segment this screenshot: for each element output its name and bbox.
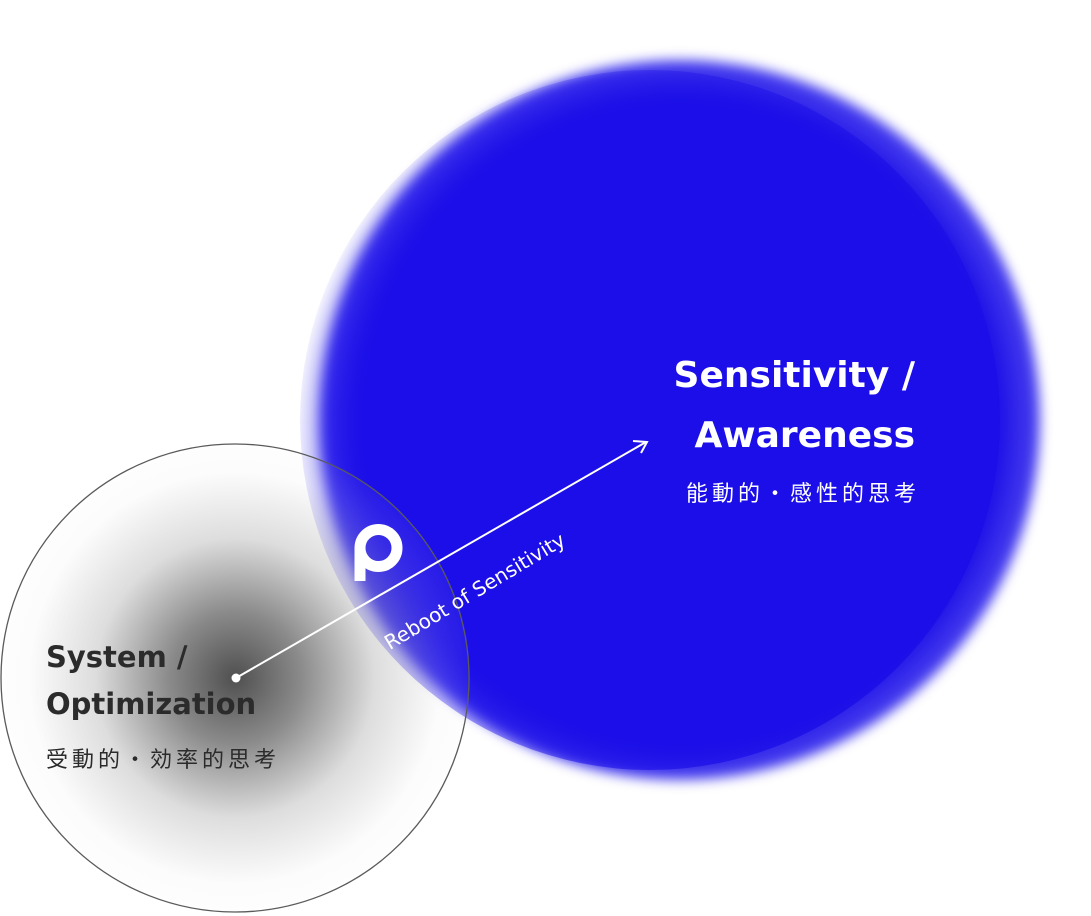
sensitivity-subtitle: 能動的・感性的思考: [685, 482, 920, 507]
reboot-arrow-head: [632, 440, 649, 454]
arrow-origin-dot: [231, 673, 241, 683]
p-logo-icon: [354, 524, 403, 581]
system-title: System / Optimization: [46, 634, 306, 728]
system-title-line1: System /: [46, 640, 188, 674]
system-circle-outline: [0, 443, 470, 913]
sensitivity-title: Sensitivity / Awareness: [640, 346, 915, 466]
reboot-arrow-line: [235, 441, 647, 679]
system-title-line2: Optimization: [46, 687, 257, 721]
sensitivity-title-line2: Awareness: [694, 415, 915, 456]
system-subtitle: 受動的・効率的思考: [46, 748, 281, 773]
sensitivity-title-line1: Sensitivity /: [673, 355, 915, 396]
